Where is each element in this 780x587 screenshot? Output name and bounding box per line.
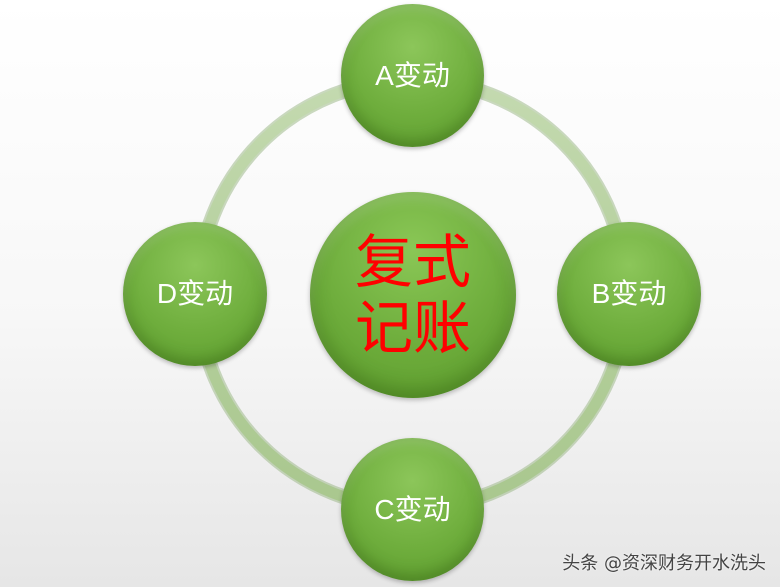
node-c-change: C变动 bbox=[341, 438, 484, 581]
center-label-line1: 复式 bbox=[354, 228, 471, 296]
node-a-change: A变动 bbox=[341, 4, 484, 147]
node-c-label: C变动 bbox=[374, 493, 451, 525]
node-b-change: B变动 bbox=[557, 222, 701, 366]
node-d-label: D变动 bbox=[156, 278, 234, 309]
node-b-label: B变动 bbox=[591, 278, 667, 309]
watermark: 头条 @资深财务开水洗头 bbox=[562, 553, 766, 574]
center-label-line2: 记账 bbox=[354, 294, 471, 362]
node-a-label: A变动 bbox=[375, 59, 450, 91]
node-d-change: D变动 bbox=[123, 222, 267, 366]
center-double-entry: 复式 记账 bbox=[310, 192, 516, 398]
